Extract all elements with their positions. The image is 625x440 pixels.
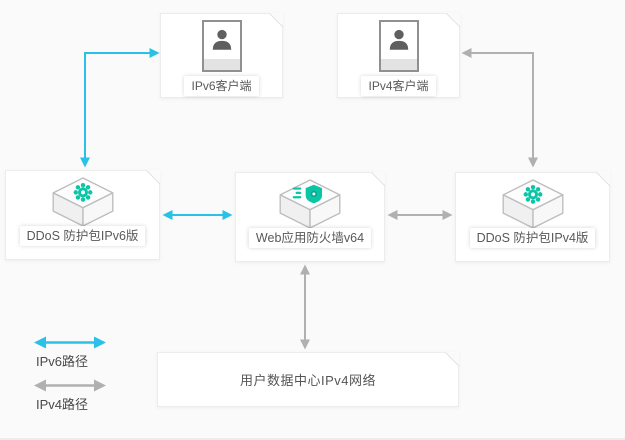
node-waf: Web应用防火墙v64	[235, 172, 385, 262]
node-ddos-ipv4: DDoS 防护包IPv4版	[455, 172, 610, 262]
node-label: Web应用防火墙v64	[248, 228, 372, 248]
legend: IPv6路径 IPv4路径	[28, 336, 118, 422]
node-label: 用户数据中心IPv4网络	[239, 373, 376, 388]
node-label: IPv4客户端	[361, 76, 436, 96]
gear-cube-icon	[502, 179, 564, 234]
person-icon	[201, 20, 242, 72]
node-ipv6-client: IPv6客户端	[160, 13, 283, 98]
person-icon	[378, 20, 419, 72]
node-label: DDoS 防护包IPv4版	[469, 228, 596, 248]
legend-item-ipv4: IPv4路径	[28, 379, 112, 422]
node-ipv4-client: IPv4客户端	[337, 13, 460, 98]
legend-label: IPv4路径	[36, 397, 89, 412]
firewall-cube-icon	[279, 179, 341, 234]
legend-item-ipv6: IPv6路径	[28, 336, 112, 379]
edge-ipv6client-ddos6	[80, 48, 160, 168]
frame-strip	[203, 59, 240, 70]
node-label: DDoS 防护包IPv6版	[19, 226, 146, 246]
node-datacenter: 用户数据中心IPv4网络	[157, 352, 459, 407]
gear-cube-icon	[52, 177, 114, 232]
edge-ipv4client-ddos4	[461, 48, 538, 168]
node-label: IPv6客户端	[184, 76, 259, 96]
node-ddos-ipv6: DDoS 防护包IPv6版	[5, 170, 160, 260]
legend-label: IPv6路径	[36, 354, 89, 369]
frame-strip	[380, 59, 417, 70]
ipv6-path-arrow-icon	[34, 336, 106, 349]
ipv4-path-arrow-icon	[34, 379, 106, 392]
